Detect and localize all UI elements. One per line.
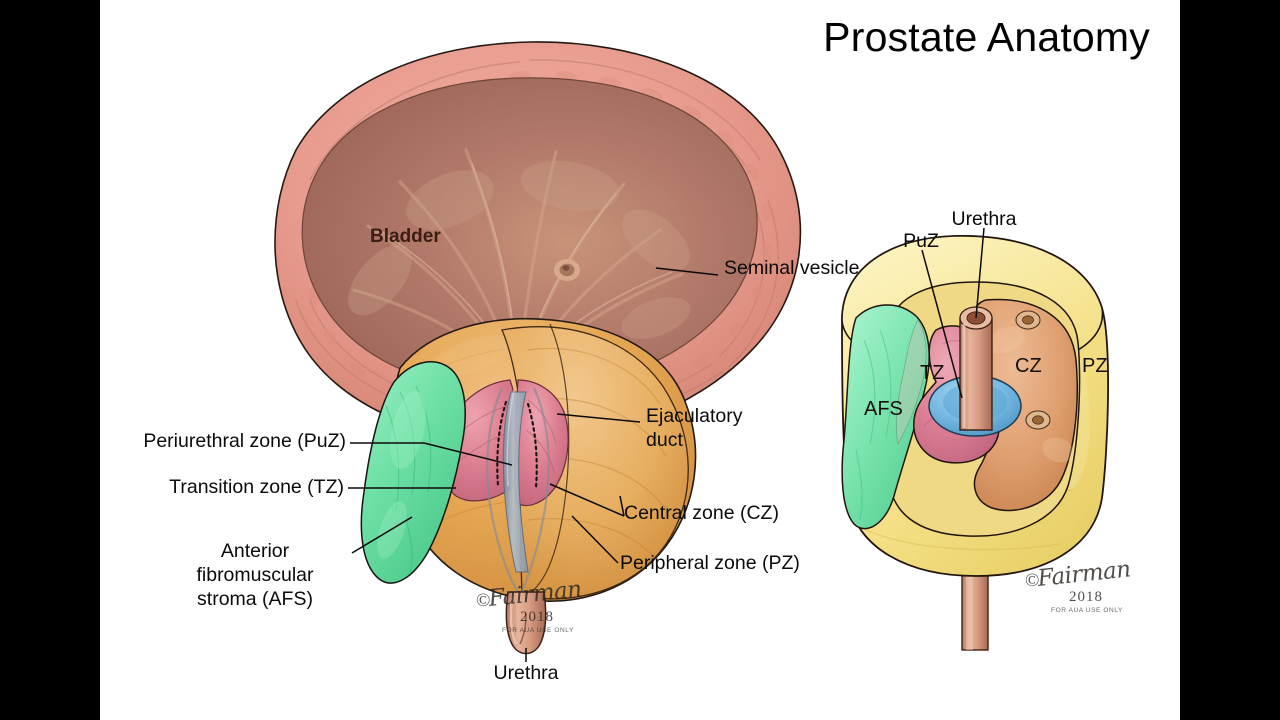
label-ejaculatory-duct: Ejaculatory duct (646, 405, 743, 451)
zone-label-cz: CZ (1015, 355, 1042, 377)
label-periurethral-zone: Periurethral zone (PuZ) (143, 430, 346, 452)
right-leader-lines (921, 227, 985, 399)
letterbox-bar-left (0, 0, 100, 720)
prostatic-urethra (486, 387, 550, 597)
label-anterior-fibromuscular-stroma: Anterior fibromuscular stroma (AFS) (196, 540, 314, 610)
page-title: Prostate Anatomy (823, 14, 1150, 60)
right-cutaway-view (841, 227, 1109, 651)
prostate-periurethral-zone (496, 400, 538, 490)
ureteric-orifice (554, 259, 580, 281)
distal-urethra (505, 591, 547, 655)
zone-label-afs: AFS (864, 398, 903, 420)
label-transition-zone: Transition zone (TZ) (169, 476, 344, 498)
zone-label-tz: TZ (920, 362, 945, 384)
zone-label-pz: PZ (1082, 355, 1108, 377)
right-anterior-fibromuscular-stroma (841, 304, 930, 530)
bladder-lumen (301, 77, 758, 393)
bladder-label: Bladder (370, 226, 441, 247)
illustration-canvas: Prostate Anatomy (100, 0, 1180, 720)
anterior-fibromuscular-stroma (360, 361, 466, 584)
label-central-zone: Central zone (CZ) (624, 502, 779, 524)
letterbox-bar-right (1180, 0, 1280, 720)
left-leader-lines (348, 267, 719, 662)
ejaculatory-duct-cross-sections (1015, 310, 1051, 430)
anatomy-illustration (274, 41, 1109, 662)
label-periurethral-zone-abbrev: PuZ (903, 230, 939, 252)
label-seminal-vesicle: Seminal vesicle (724, 257, 860, 279)
label-peripheral-zone: Peripheral zone (PZ) (620, 552, 800, 574)
right-urethra-tube-upper (959, 306, 993, 431)
label-urethra-left: Urethra (493, 662, 559, 684)
left-sagittal-view (274, 41, 802, 662)
label-urethra-right: Urethra (951, 208, 1017, 230)
